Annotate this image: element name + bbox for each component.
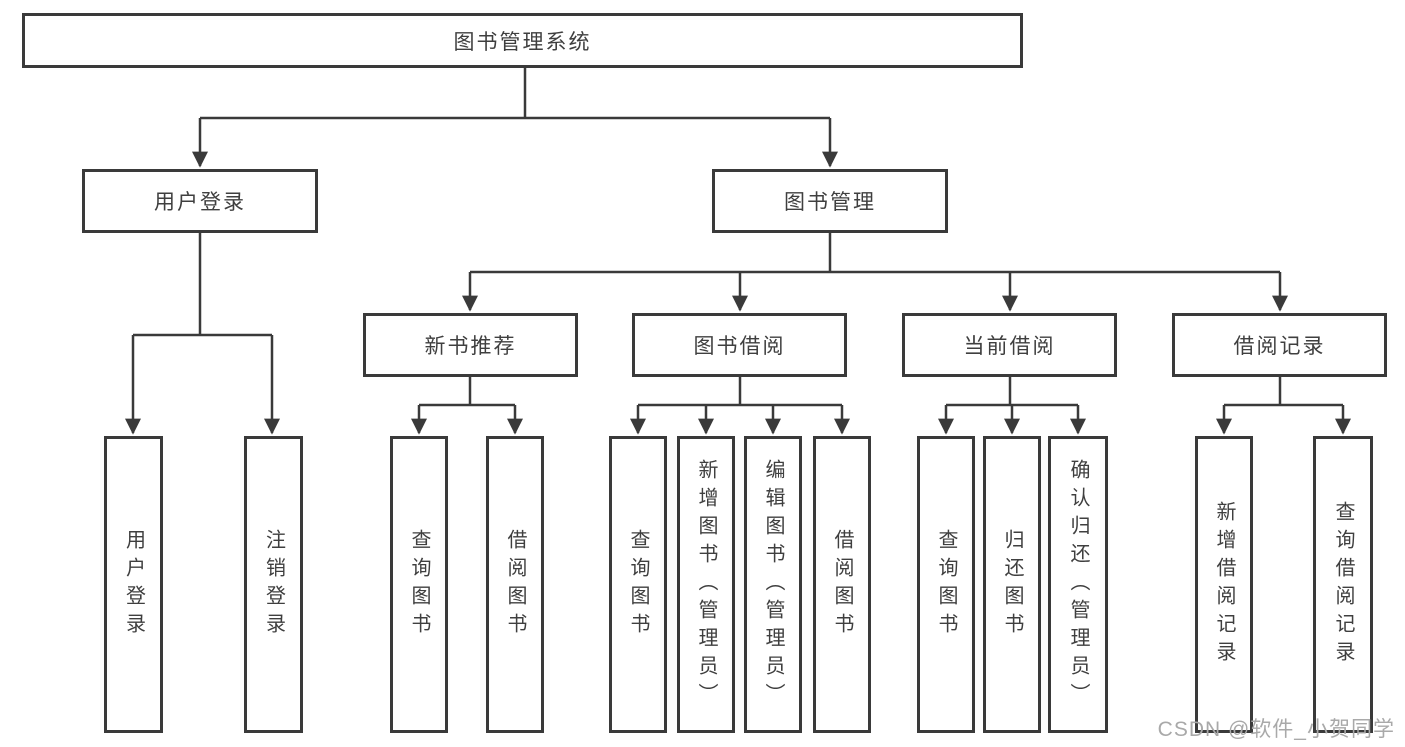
node-user-login-module: 用户登录 bbox=[82, 169, 318, 233]
node-leaf-return-book: 归还图书 bbox=[983, 436, 1041, 733]
node-book-management-module: 图书管理 bbox=[712, 169, 948, 233]
node-new-book-recommend: 新书推荐 bbox=[363, 313, 578, 377]
node-leaf-query-borrow-record: 查询借阅记录 bbox=[1313, 436, 1373, 733]
node-book-borrow: 图书借阅 bbox=[632, 313, 847, 377]
node-leaf-borrow-query-book: 查询图书 bbox=[609, 436, 667, 733]
node-root-system: 图书管理系统 bbox=[22, 13, 1023, 68]
node-leaf-edit-book-admin: 编辑图书（管理员） bbox=[744, 436, 802, 733]
node-current-borrow: 当前借阅 bbox=[902, 313, 1117, 377]
csdn-watermark: CSDN @软件_小贺同学 bbox=[1157, 718, 1395, 741]
node-borrow-record: 借阅记录 bbox=[1172, 313, 1387, 377]
node-leaf-borrow-book: 借阅图书 bbox=[813, 436, 871, 733]
node-leaf-current-query-book: 查询图书 bbox=[917, 436, 975, 733]
node-leaf-recommend-query-book: 查询图书 bbox=[390, 436, 448, 733]
node-leaf-logout: 注销登录 bbox=[244, 436, 303, 733]
node-leaf-confirm-return-admin: 确认归还（管理员） bbox=[1048, 436, 1108, 733]
node-leaf-add-book-admin: 新增图书（管理员） bbox=[677, 436, 735, 733]
node-leaf-add-borrow-record: 新增借阅记录 bbox=[1195, 436, 1253, 733]
node-leaf-recommend-borrow-book: 借阅图书 bbox=[486, 436, 544, 733]
node-leaf-user-login: 用户登录 bbox=[104, 436, 163, 733]
